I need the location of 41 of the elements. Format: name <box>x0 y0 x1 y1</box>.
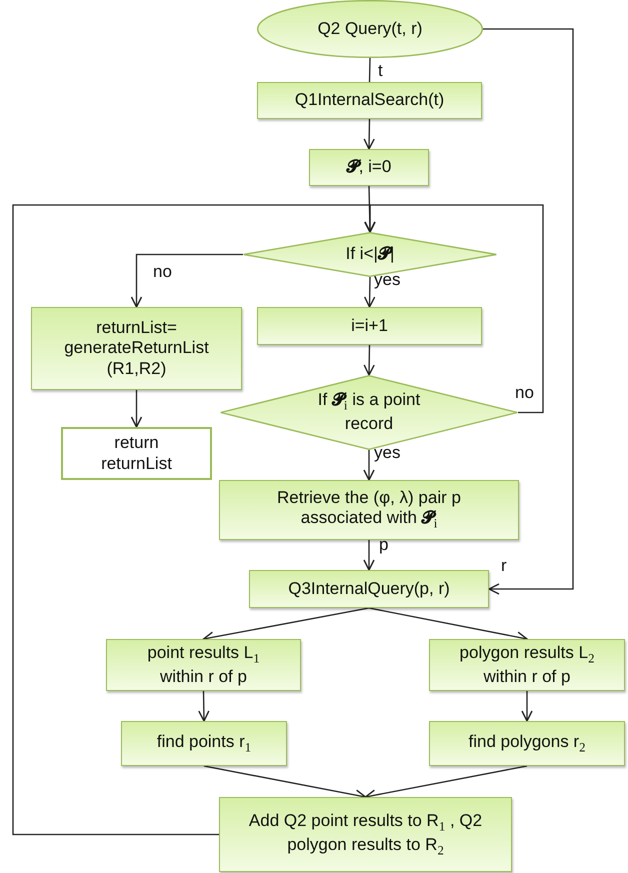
process-box <box>219 480 519 540</box>
arrow <box>130 390 142 428</box>
process-box <box>257 82 482 119</box>
process-box <box>257 307 482 345</box>
output-box <box>61 427 212 480</box>
process-box <box>309 149 429 186</box>
node-text: find polygons r$_{2}$ <box>468 732 586 756</box>
node-text: Q2 Query(t, r) <box>316 18 424 40</box>
arrow <box>130 254 243 308</box>
process-box <box>106 639 301 691</box>
arrow <box>363 540 375 571</box>
node-text: 𝓟, i=0 <box>345 157 392 178</box>
process-box <box>31 307 242 390</box>
process-box <box>249 570 489 608</box>
process-box <box>121 721 287 766</box>
node-text: polygon results L$_{2}$ within r of p <box>458 642 596 688</box>
node-text: Add Q2 point results to R$_{1}$ , Q2 polygon results to R$_{2}$ <box>248 810 484 858</box>
arrow <box>483 28 574 595</box>
node-text: return returnList <box>100 433 173 474</box>
arrow <box>198 690 210 722</box>
arrow <box>363 450 375 481</box>
node-text: Q3InternalQuery(p, r) <box>287 578 451 600</box>
node-text: Retrieve the (φ, λ) pair p associated with 𝓟$_{i}$ <box>276 488 462 532</box>
node-text: returnList= generateReturnList (R1,R2) <box>63 318 210 380</box>
node-text: Q1InternalSearch(t) <box>294 90 446 111</box>
node-text: find points r$_{1}$ <box>156 732 252 756</box>
arrow <box>521 691 533 722</box>
process-box <box>429 721 625 766</box>
edge-label: t <box>377 62 384 79</box>
decision-diamond <box>243 232 497 277</box>
node-text: i=i+1 <box>350 316 389 336</box>
process-box <box>429 639 625 691</box>
arrow <box>364 276 376 308</box>
node-text: If i<|𝓟| <box>344 244 396 265</box>
decision-diamond <box>220 375 518 450</box>
process-box <box>219 797 512 872</box>
arrow <box>363 118 375 150</box>
arrow <box>12 204 376 836</box>
arrow <box>363 344 375 376</box>
node-text: point results L$_{1}$ within r of p <box>146 642 261 688</box>
start-ellipse <box>257 0 483 58</box>
